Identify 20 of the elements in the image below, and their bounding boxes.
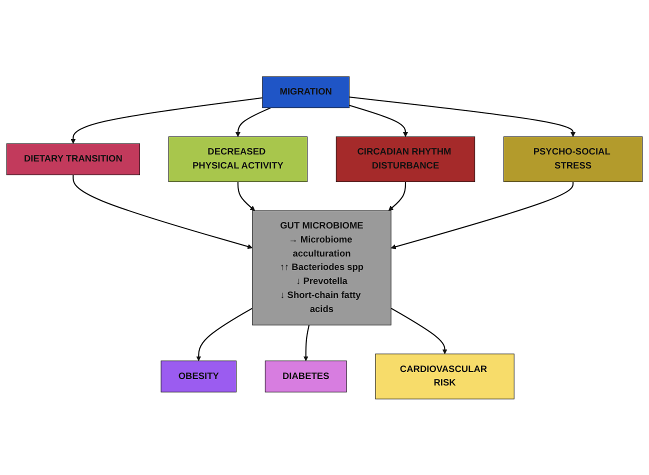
arrow xyxy=(70,96,262,144)
arrow xyxy=(390,181,574,249)
node-box: OBESITY xyxy=(160,360,237,392)
node-box: DECREASED PHYSICAL ACTIVITY xyxy=(168,136,308,182)
node-box: PSYCHO-SOCIAL STRESS xyxy=(503,136,643,182)
arrow xyxy=(349,104,408,137)
arrow xyxy=(303,324,310,361)
node-box: GUT MICROBIOME → Microbiome acculturation ↑↑ Bacteriodes spp ↓ Prevotella ↓ Short-chain fatty acids xyxy=(252,210,392,326)
node-box: CARDIOVASCULAR RISK xyxy=(375,353,514,399)
arrow xyxy=(237,181,256,211)
node-box: DIABETES xyxy=(264,360,347,392)
arrow xyxy=(196,307,253,361)
node-box: DIETARY TRANSITION xyxy=(6,143,140,175)
arrow xyxy=(388,181,406,211)
arrow xyxy=(349,96,576,137)
arrow xyxy=(235,106,271,137)
arrow xyxy=(390,307,448,354)
arrow xyxy=(72,174,253,249)
node-box: MIGRATION xyxy=(262,76,350,108)
node-box: CIRCADIAN RHYTHM DISTURBANCE xyxy=(336,136,476,182)
